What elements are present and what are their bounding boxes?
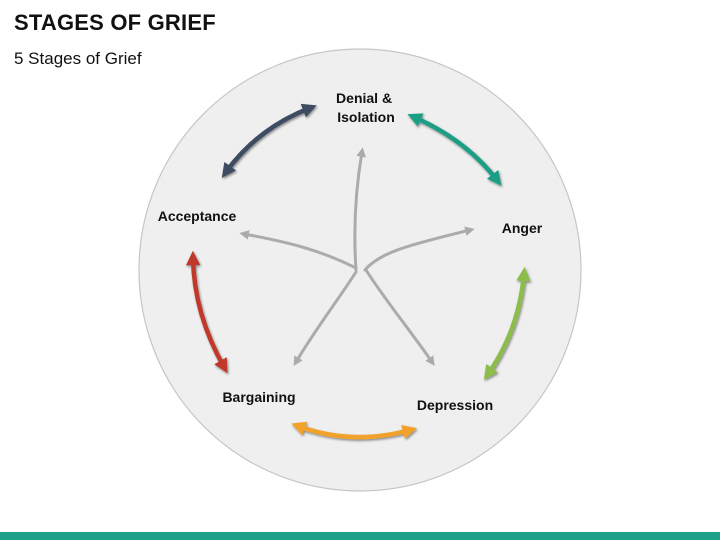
stage-labels-group: Denial & Isolation Anger Depression Barg… — [158, 90, 543, 413]
cycle-arrows-group — [185, 103, 531, 440]
stage-label-denial: Denial & Isolation — [336, 90, 396, 125]
bottom-accent-bar — [0, 532, 720, 540]
stage-label-depression: Depression — [417, 397, 493, 413]
inner-arrow-to-acceptance — [239, 230, 358, 270]
cycle-arrow-anger-depression — [483, 266, 531, 380]
stage-label-acceptance: Acceptance — [158, 208, 237, 224]
inner-arrow-to-depression — [364, 268, 435, 366]
stage-label-bargaining: Bargaining — [222, 389, 295, 405]
cycle-arrow-denial-anger — [407, 113, 502, 186]
page-subtitle: 5 Stages of Grief — [14, 49, 142, 68]
cycle-arrow-depression-bargaining — [291, 421, 417, 440]
inner-arrow-to-anger — [363, 226, 475, 272]
inner-arrow-to-bargaining — [293, 270, 358, 367]
inner-arrows-group — [239, 147, 475, 367]
stage-label-anger: Anger — [502, 220, 543, 236]
inner-arrow-to-denial — [353, 147, 366, 272]
page-title: STAGES OF GRIEF — [14, 10, 216, 35]
cycle-arrow-acceptance-denial — [221, 103, 317, 178]
cycle-arrow-bargaining-acceptance — [185, 250, 228, 374]
